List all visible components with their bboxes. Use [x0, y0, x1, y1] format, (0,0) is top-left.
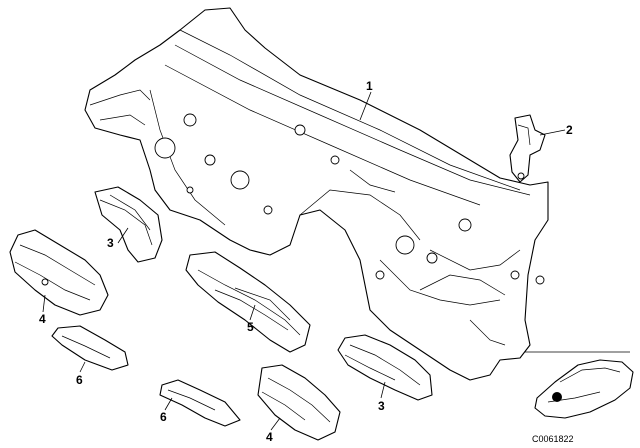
callout-2: 2 [566, 123, 573, 137]
callout-4-lower: 4 [266, 430, 273, 444]
location-marker-icon [552, 392, 562, 402]
support-member-part-4-left [9, 229, 109, 316]
bracket-part-3-lower [337, 334, 433, 401]
bracket-part-2 [509, 114, 546, 183]
callout-6-upper: 6 [76, 373, 83, 387]
callout-1: 1 [366, 79, 373, 93]
callout-3-upper: 3 [107, 236, 114, 250]
plate-part-6-upper [51, 325, 129, 371]
support-member-part-4-lower [257, 364, 341, 441]
leader-lines [42, 91, 566, 431]
vehicle-locator-inset [525, 351, 634, 419]
plate-part-6-lower [159, 379, 241, 427]
reference-code: C0061822 [532, 434, 574, 444]
callout-3-lower: 3 [378, 399, 385, 413]
callout-6-lower: 6 [160, 410, 167, 424]
bulkhead-panel-part-1 [84, 7, 549, 381]
callout-4-left: 4 [39, 312, 46, 326]
callout-5: 5 [247, 320, 254, 334]
bracket-part-3-upper [94, 186, 163, 263]
reinforcement-channel-part-5 [185, 251, 311, 353]
